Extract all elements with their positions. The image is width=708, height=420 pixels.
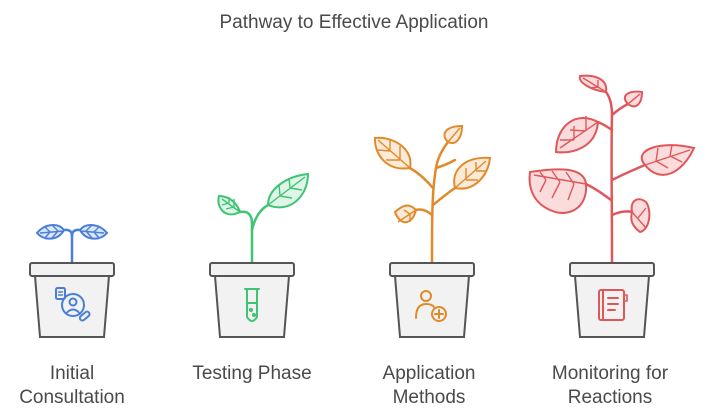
stage-4-leaf-top xyxy=(578,74,608,94)
stage-4-plant xyxy=(528,74,696,264)
stage-3-leaf-top xyxy=(443,124,464,144)
stage-4-label: Monitoring for Reactions xyxy=(525,362,695,410)
stage-1-leaf-right xyxy=(78,224,109,240)
stage-4-leaf-mid-right xyxy=(640,144,696,176)
stage-3-label-line-1: Application xyxy=(382,363,476,384)
stage-1-label-line-1: Initial xyxy=(49,363,95,384)
diagram-title: Pathway to Effective Application xyxy=(219,12,489,33)
stage-4-leaf-top-right xyxy=(623,90,644,108)
person-add-icon xyxy=(415,290,447,322)
notebook-icon xyxy=(598,289,628,321)
stage-3-label-line-2: Methods xyxy=(392,387,466,408)
test-tube-icon xyxy=(244,288,260,322)
stage-2-label: Testing Phase xyxy=(167,362,337,386)
stage-3-plant xyxy=(373,124,492,264)
stage-4-leaf-upper-left xyxy=(554,116,600,154)
stage-3-label: Application Methods xyxy=(344,362,514,410)
stage-4-leaf-lower-right xyxy=(630,198,651,234)
stage-2-leaf-right xyxy=(266,172,310,209)
stage-2-pot xyxy=(209,262,295,338)
stage-1-pot xyxy=(29,262,115,338)
stage-2-leaf-left xyxy=(217,194,242,216)
stage-3-pot xyxy=(389,262,475,338)
stage-4-label-line-2: Reactions xyxy=(567,387,653,408)
stage-4-pot xyxy=(569,262,655,338)
stage-1-plant xyxy=(35,224,109,264)
stage-4-leaf-lower-left xyxy=(528,168,588,214)
stage-4-label-line-1: Monitoring for xyxy=(551,363,669,384)
stage-3-leaf-upper-left xyxy=(373,136,412,170)
stage-3-leaf-lower-left xyxy=(393,204,418,224)
stage-1-label: Initial Consultation xyxy=(0,362,157,410)
stage-3-leaf-upper-right xyxy=(453,156,492,190)
consultation-doctor-icon xyxy=(55,287,91,322)
stage-1-label-line-2: Consultation xyxy=(19,387,125,408)
stage-1-leaf-left xyxy=(35,224,66,240)
stage-2-plant xyxy=(217,172,310,264)
stage-2-label-line-1: Testing Phase xyxy=(192,363,312,384)
